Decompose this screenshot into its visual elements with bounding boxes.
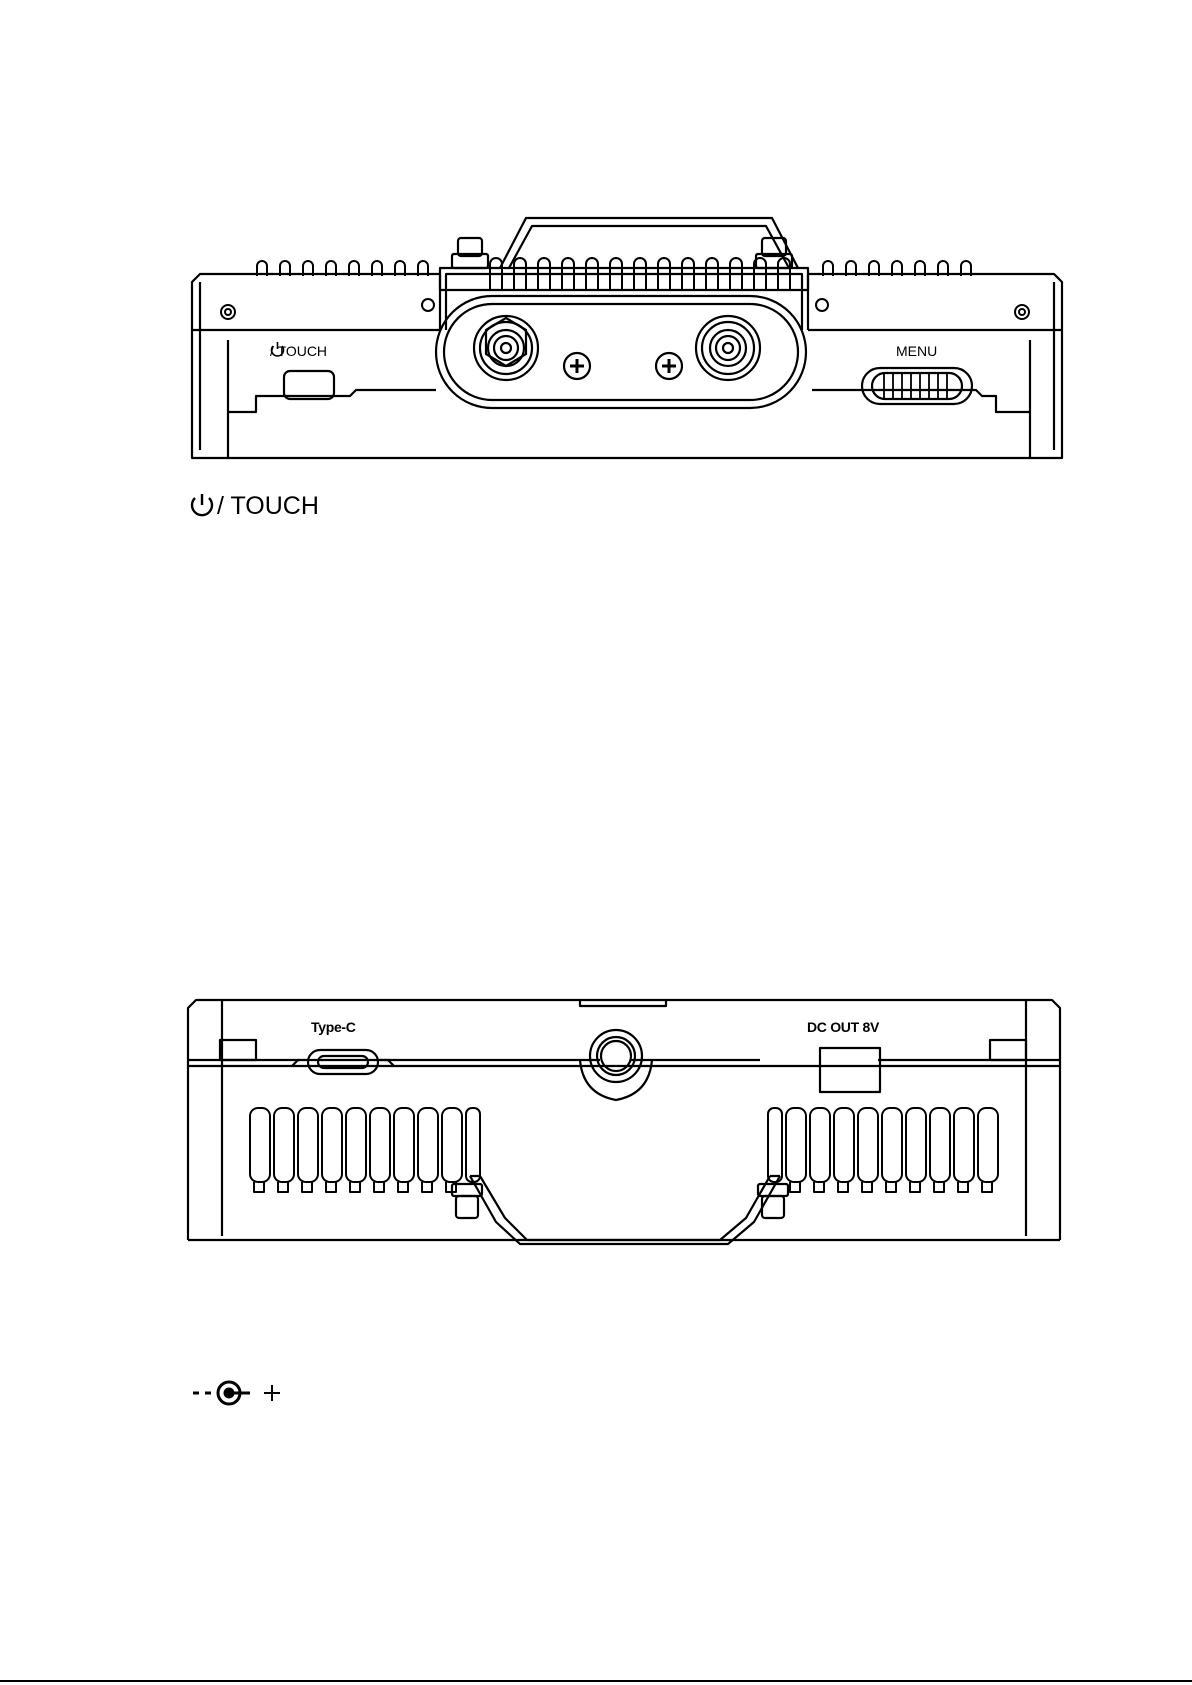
top-power-touch-label: / TOUCH [270,344,327,358]
dc-polarity-icon [193,1382,280,1404]
top-view-device [192,218,1062,458]
bottom-fins-left [250,1108,480,1192]
menu-wheel[interactable] [862,368,972,404]
dc-out-label: DC OUT 8V [807,1020,879,1034]
page-bottom-border [0,1680,1192,1682]
type-c-label: Type-C [311,1020,356,1034]
power-touch-button[interactable] [284,371,334,399]
plate-screws [564,353,682,379]
bottom-fins-right [768,1108,998,1192]
power-icon [192,494,212,515]
top-menu-label: MENU [896,344,937,358]
dc-out-port [820,1048,880,1092]
type-c-port [292,1050,394,1074]
bnc-connector-left [474,316,538,380]
power-touch-caption: / TOUCH [217,494,319,519]
bottom-view-device [188,1000,1060,1244]
top-corner-screws [221,299,1029,319]
bnc-connector-right [696,316,760,380]
